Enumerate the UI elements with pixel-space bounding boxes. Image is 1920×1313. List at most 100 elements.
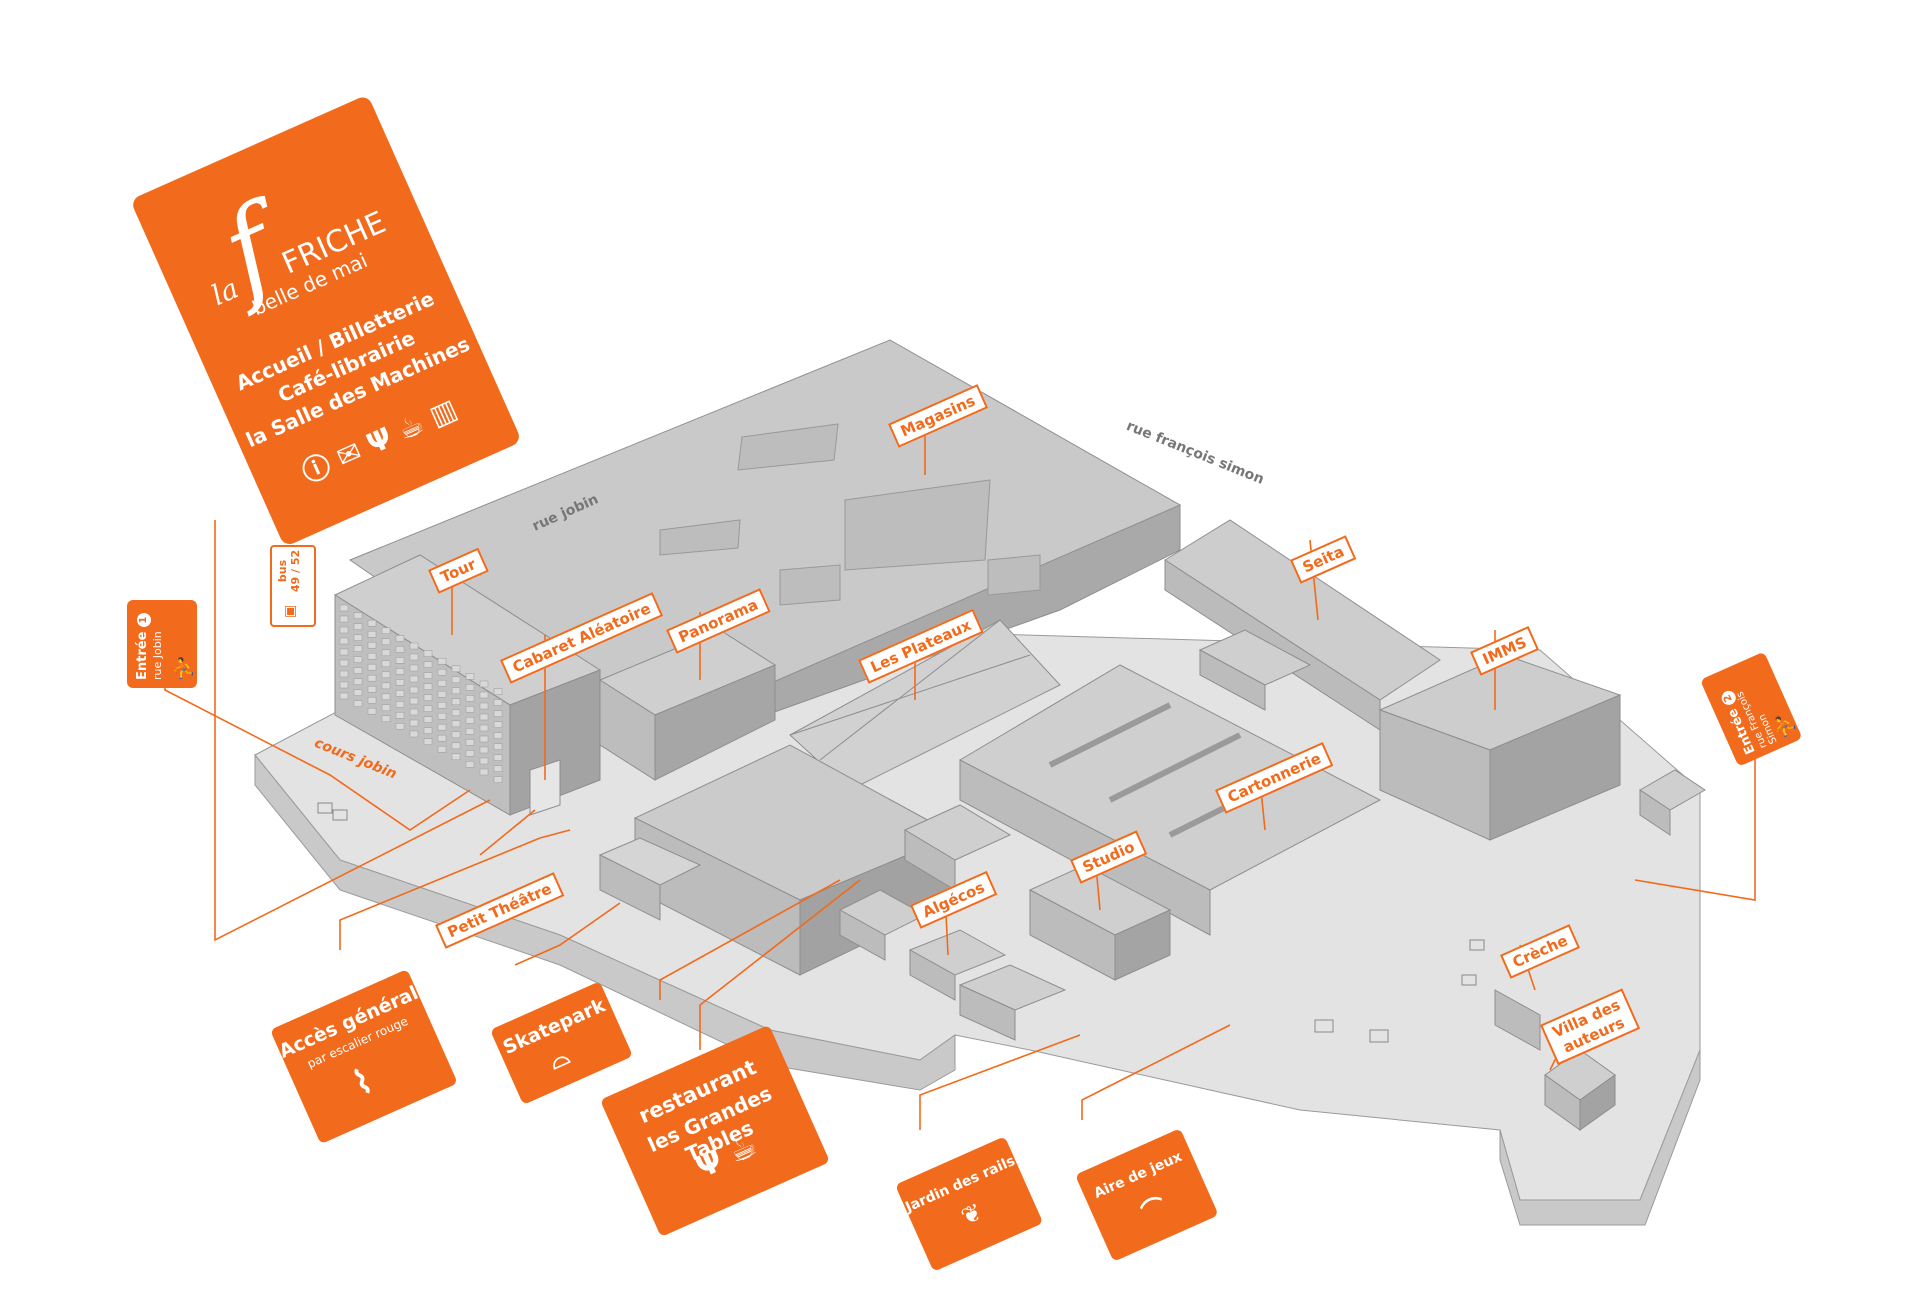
tour-window: [437, 668, 447, 676]
tour-window: [423, 683, 433, 690]
tour-window: [367, 663, 377, 671]
ticket-icon: ✉: [331, 434, 367, 475]
tour-window: [339, 670, 349, 678]
tour-window: [367, 652, 377, 660]
tour-window: [339, 659, 349, 667]
tour-window: [465, 750, 475, 757]
tour-window: [451, 753, 461, 761]
tour-window: [367, 707, 377, 715]
tour-window: [437, 657, 447, 665]
ground-edge-south: [1499, 1049, 1701, 1226]
tour-window: [493, 721, 503, 728]
tour-window: [479, 735, 489, 743]
tour-window: [367, 696, 377, 704]
tour-window: [451, 720, 461, 728]
tour-window: [381, 638, 391, 646]
tour-window: [423, 716, 433, 723]
tour-window: [409, 697, 419, 705]
tour-window: [367, 641, 377, 649]
tour-window: [395, 646, 405, 653]
tour-window: [465, 706, 475, 713]
coffee-cup-icon: ☕: [392, 406, 429, 448]
tour-window: [353, 656, 363, 663]
tour-window: [437, 712, 447, 720]
tour-window: [395, 723, 405, 730]
tour-window: [493, 743, 503, 750]
leaf-icon: ❦: [956, 1197, 987, 1232]
tour-window: [479, 746, 489, 754]
tour-window: [465, 717, 475, 724]
tour-window: [423, 738, 433, 745]
tour-window: [339, 626, 349, 634]
tour-window: [465, 739, 475, 746]
tour-window: [493, 699, 503, 706]
tour-window: [479, 702, 489, 710]
tour-window: [423, 705, 433, 712]
bus-sign: bus 49 / 52 ▣: [270, 545, 316, 627]
tour-window: [451, 709, 461, 717]
tour-window: [451, 698, 461, 706]
tour-window: [353, 678, 363, 685]
ground-edge: [254, 753, 956, 1091]
tour-window: [381, 660, 391, 668]
tour-window: [409, 664, 419, 672]
tour-window: [479, 680, 489, 688]
tour-window: [339, 648, 349, 656]
fork-knife-icon: Ψ: [361, 420, 398, 461]
tour-window: [367, 630, 377, 638]
tour-window: [409, 730, 419, 738]
tour-window: [381, 704, 391, 712]
tour-window: [423, 650, 433, 657]
stairs-icon: ⌇: [347, 1061, 379, 1105]
tour-window: [493, 688, 503, 695]
tour-window: [465, 684, 475, 691]
tour-window: [423, 672, 433, 679]
tour-window: [353, 700, 363, 707]
entrance-1-number: 1: [137, 613, 151, 628]
slide-icon: ⌒: [1137, 1192, 1171, 1228]
tour-window: [339, 692, 349, 700]
tour-window: [409, 675, 419, 683]
tour-window: [409, 708, 419, 716]
tour-window: [437, 734, 447, 742]
tour-window: [437, 745, 447, 753]
bus-lines: 49 / 52: [289, 549, 302, 593]
tour-window: [479, 757, 489, 765]
tour-windows: [339, 604, 503, 783]
tour-window: [353, 667, 363, 674]
entrance-1-title: Entrée: [135, 631, 150, 680]
entrance-1-badge[interactable]: Entrée 1 rue Jobin ⛹: [127, 600, 197, 688]
tour-window: [451, 665, 461, 673]
tour-window: [423, 694, 433, 701]
parking-markers: [317, 802, 1485, 1043]
tour-window: [395, 690, 405, 697]
tour-window: [451, 742, 461, 750]
tour-window: [465, 673, 475, 680]
tour-window: [367, 674, 377, 682]
bus-label: bus: [276, 559, 289, 583]
entrance-1-street: rue Jobin: [151, 631, 164, 680]
tour-window: [479, 713, 489, 721]
tour-window: [423, 727, 433, 734]
tour-window: [479, 691, 489, 699]
tour-window: [395, 668, 405, 675]
tour-window: [395, 701, 405, 708]
tour-window: [493, 776, 503, 783]
tour-window: [451, 676, 461, 684]
tour-window: [409, 642, 419, 650]
villa-building: [1494, 989, 1541, 1051]
tour-window: [493, 732, 503, 739]
tour-window: [367, 619, 377, 627]
tour-window: [465, 728, 475, 735]
skateboard-icon: ⌓: [544, 1041, 574, 1076]
tour-window: [493, 765, 503, 772]
tour-window: [339, 615, 349, 623]
tour-window: [353, 689, 363, 696]
info-icon: ⓘ: [297, 448, 337, 490]
tour-window: [381, 693, 391, 701]
book-icon: ▥: [424, 392, 462, 433]
tour-window: [437, 701, 447, 709]
tour-window: [493, 710, 503, 717]
tour-window: [395, 679, 405, 686]
